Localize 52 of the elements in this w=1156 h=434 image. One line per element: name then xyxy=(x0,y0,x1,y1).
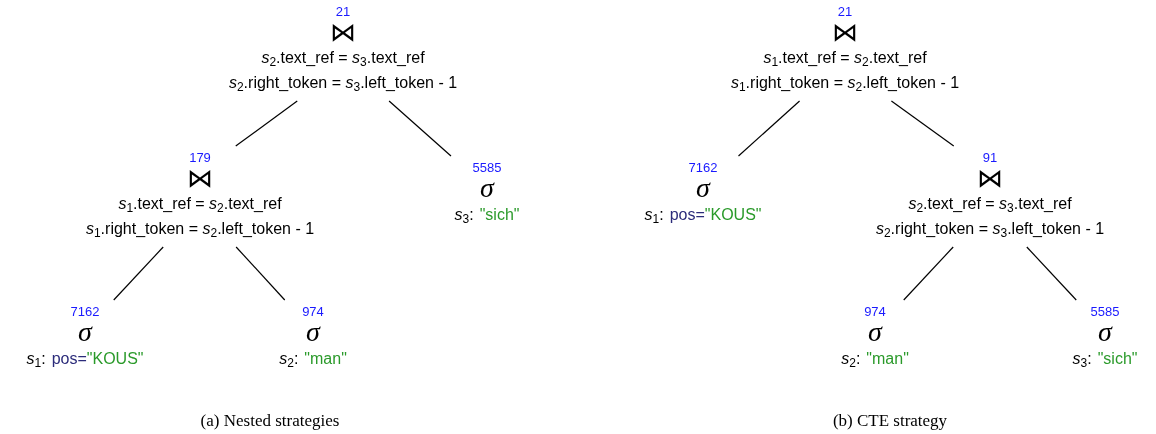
join-symbol: ⋈ xyxy=(832,19,858,45)
join-condition: s$_{2}$.right_token = s$_{3}$.left_token - 1 xyxy=(875,219,1105,241)
selection-symbol: σ xyxy=(78,319,92,345)
attribute-name: pos= xyxy=(51,349,87,369)
cardinality-number: 7162 xyxy=(688,160,718,175)
literal-value: "man" xyxy=(866,349,909,369)
tree-edge xyxy=(737,100,801,157)
cardinality-number: 21 xyxy=(837,4,853,19)
attribute-name: pos= xyxy=(669,205,705,225)
join-symbol: ⋈ xyxy=(187,165,213,191)
tree-edge xyxy=(235,100,298,147)
cardinality-number: 974 xyxy=(302,304,324,319)
tree-edge xyxy=(1026,246,1077,301)
cardinality-number: 7162 xyxy=(70,304,100,319)
literal-value: "man" xyxy=(304,349,347,369)
selection-symbol: σ xyxy=(868,319,882,345)
tree-edge xyxy=(388,100,452,157)
literal-value: "KOUS" xyxy=(704,205,762,225)
literal-value: "sich" xyxy=(479,205,520,225)
variable-label: s$_{2}$: xyxy=(279,349,299,371)
tree-edge xyxy=(113,246,164,301)
join-symbol: ⋈ xyxy=(330,19,356,45)
join-condition: s$_{1}$.text_ref = s$_{2}$.text_ref xyxy=(118,194,282,216)
cardinality-number: 21 xyxy=(335,4,351,19)
variable-label: s$_{3}$: xyxy=(454,205,474,227)
subfigure-caption: (b) CTE strategy xyxy=(832,410,948,432)
join-condition: s$_{1}$.right_token = s$_{2}$.left_token - 1 xyxy=(730,73,960,95)
selection-symbol: σ xyxy=(306,319,320,345)
variable-label: s$_{2}$: xyxy=(841,349,861,371)
tree-edge xyxy=(235,246,286,301)
cardinality-number: 91 xyxy=(982,150,998,165)
cardinality-number: 179 xyxy=(189,150,211,165)
join-symbol: ⋈ xyxy=(977,165,1003,191)
variable-label: s$_{3}$: xyxy=(1072,349,1092,371)
subfigure-caption: (a) Nested strategies xyxy=(200,410,340,432)
literal-value: "sich" xyxy=(1097,349,1138,369)
join-condition: s$_{2}$.text_ref = s$_{3}$.text_ref xyxy=(908,194,1072,216)
tree-edge xyxy=(890,100,955,147)
join-condition: s$_{1}$.right_token = s$_{2}$.left_token - 1 xyxy=(85,219,315,241)
selection-symbol: σ xyxy=(1098,319,1112,345)
variable-label: s$_{1}$: xyxy=(644,205,664,227)
selection-symbol: σ xyxy=(696,175,710,201)
cardinality-number: 974 xyxy=(864,304,886,319)
cardinality-number: 5585 xyxy=(472,160,502,175)
selection-symbol: σ xyxy=(480,175,494,201)
tree-edge xyxy=(903,246,954,301)
literal-value: "KOUS" xyxy=(86,349,144,369)
cardinality-number: 5585 xyxy=(1090,304,1120,319)
join-condition: s$_{2}$.text_ref = s$_{3}$.text_ref xyxy=(261,48,425,70)
join-condition: s$_{2}$.right_token = s$_{3}$.left_token - 1 xyxy=(228,73,458,95)
join-condition: s$_{1}$.text_ref = s$_{2}$.text_ref xyxy=(763,48,927,70)
variable-label: s$_{1}$: xyxy=(26,349,46,371)
